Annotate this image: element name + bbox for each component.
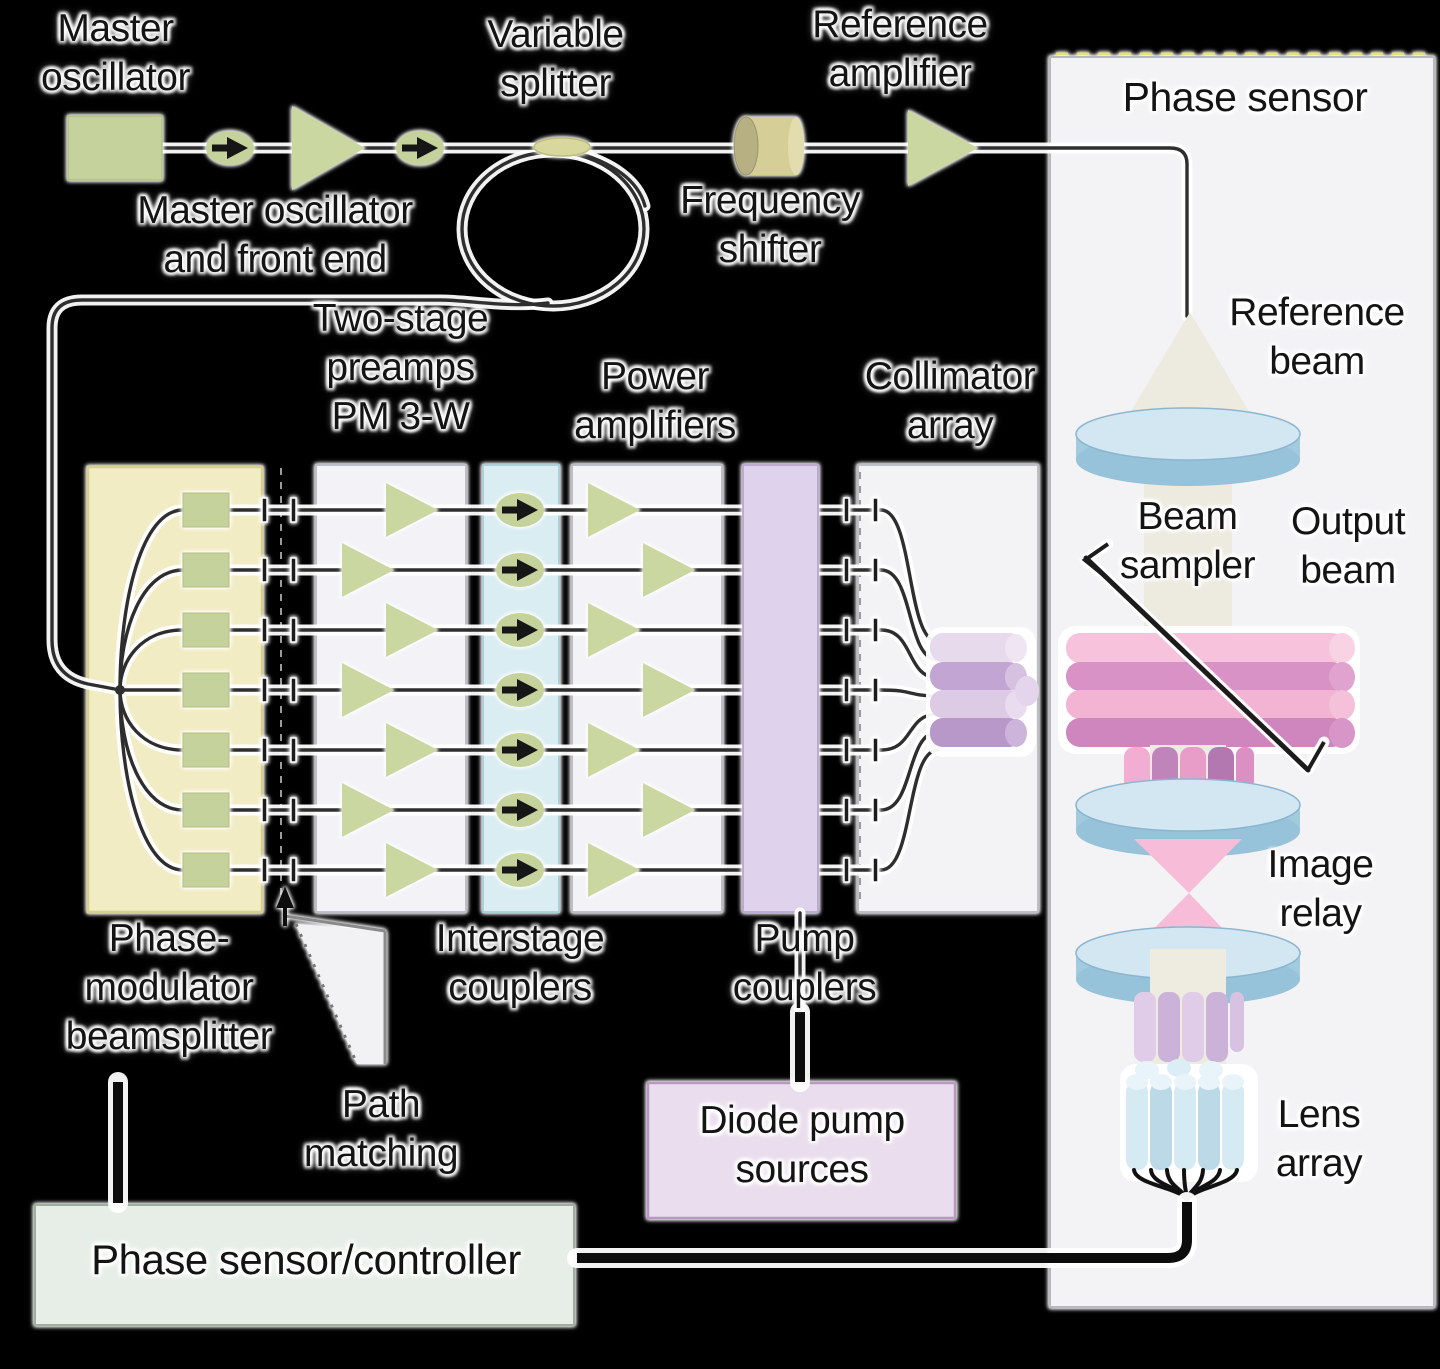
label-pump-couplers: Pump couplers: [732, 917, 877, 1010]
isolator-icon: [396, 131, 444, 165]
label-beam-sampler: Beam sampler: [1119, 495, 1256, 588]
relay-stem-icon: [1134, 992, 1244, 1062]
diode-pump-box: [646, 1081, 957, 1220]
label-image-relay: Image relay: [1267, 843, 1374, 936]
label-collimator-array: Collimator array: [864, 355, 1036, 448]
label-frequency-shifter: Frequency shifter: [680, 179, 860, 272]
preamp-triangles: [342, 483, 438, 897]
reference-amplifier-icon: [908, 110, 978, 186]
devices: [67, 106, 978, 897]
label-interstage-couplers: Interstage couplers: [435, 917, 605, 1010]
phase-modulators: [182, 492, 230, 888]
frequency-shifter-icon: [733, 116, 804, 176]
collimator-bundle-icon: [926, 627, 1039, 757]
label-mo-front-end: Master oscillator and front end: [137, 189, 413, 282]
pump-coupler-strip: [742, 464, 819, 913]
label-phase-sensor: Phase sensor: [1122, 74, 1368, 120]
reference-beam-cone: [1120, 312, 1260, 430]
label-diode-pump-sources: Diode pump sources: [699, 1099, 905, 1192]
label-path-matching: Path matching: [303, 1083, 459, 1176]
beam-sampler-icon: [1079, 538, 1330, 776]
path-matching-callout: [276, 886, 387, 1065]
front-end-amplifier-icon: [292, 106, 365, 190]
label-phase-modulator-beamsplitter: Phase- modulator beamsplitter: [65, 917, 273, 1059]
label-power-amplifiers: Power amplifiers: [574, 355, 736, 448]
label-two-stage-preamps: Two-stage preamps PM 3-W: [312, 297, 489, 439]
label-output-beam: Output beam: [1290, 500, 1406, 593]
phase-sensor-stack: [1058, 312, 1360, 1204]
path-matching-arrow-icon: [276, 886, 294, 908]
label-reference-amplifier: Reference amplifier: [812, 3, 988, 96]
fiber-loop: [460, 150, 646, 308]
power-amp-triangles: [588, 483, 695, 897]
master-oscillator-device: [67, 115, 163, 181]
lens-array-icon: [1120, 1059, 1258, 1182]
output-beam-bundle-icon: [1058, 626, 1360, 754]
lens-disk-icon: [1075, 407, 1301, 487]
isolator-icon: [206, 131, 254, 165]
variable-splitter-icon: [533, 137, 591, 157]
phase-controller-box: [34, 1204, 575, 1326]
splitter-branch-point: [115, 685, 125, 695]
label-reference-beam: Reference beam: [1229, 291, 1405, 384]
label-lens-array: Lens array: [1275, 1093, 1363, 1186]
label-variable-splitter: Variable splitter: [487, 13, 624, 106]
label-phase-sensor-controller: Phase sensor/controller: [91, 1236, 521, 1283]
label-master-oscillator: Master oscillator: [41, 7, 190, 100]
